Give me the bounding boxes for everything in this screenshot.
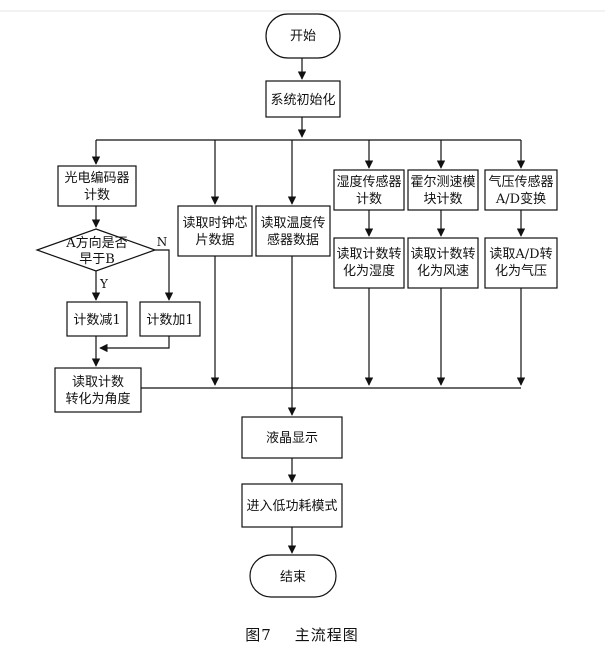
encoder-label-1: 光电编码器 [64,171,129,186]
temperature-label-1: 读取温度传 [260,215,325,231]
start-label: 开始 [290,29,316,44]
connector-no-plus [155,249,174,301]
figure-caption: 图7 主流程图 [245,626,359,644]
wind-read-label-1: 读取计数转 [410,247,475,262]
temperature-label-2: 感器数据 [267,232,319,248]
end-node [249,554,337,598]
direction-decision [35,228,157,272]
humidity-sensor-node [333,169,405,211]
lowpower-node [241,483,343,528]
lcd-label: 液晶显示 [266,431,318,446]
wind-read-node [407,237,479,289]
hall-node [407,169,479,211]
pressure-sensor-label-2: A/D变换 [495,191,546,207]
clock-node [177,205,253,257]
hall-label-2: 块计数 [423,192,462,207]
end-label: 结束 [280,570,306,585]
decision-label-2: 早于B [79,252,115,267]
clock-label-2: 片数据 [195,233,234,248]
count-plus-label: 计数加1 [146,313,193,328]
lcd-node [241,416,343,459]
angle-node [54,367,142,413]
yes-label: Y [99,277,109,291]
count-minus-label: 计数减1 [73,313,120,328]
pressure-sensor-label-1: 气压传感器 [488,174,553,190]
connector-plus-merge [99,336,170,353]
pressure-read-node [484,237,558,289]
encoder-label-2: 计数 [84,188,110,203]
encoder-node [57,165,137,207]
wind-read-label-2: 化为风速 [417,264,469,279]
humidity-read-label-2: 化为湿度 [343,263,395,279]
pressure-read-label-1: 读取A/D转 [489,247,552,262]
no-label: N [157,235,168,249]
init-node [265,80,341,118]
humidity-read-node [333,237,405,289]
pressure-read-label-2: 化为气压 [495,263,547,279]
angle-label-1: 读取计数 [72,375,124,390]
angle-label-2: 转化为角度 [65,391,130,407]
hall-label-1: 霍尔测速模 [410,175,475,190]
start-node [265,13,341,59]
humidity-sensor-label-1: 湿度传感器 [336,174,401,190]
decision-label-1: A方向是否 [65,235,127,251]
count-plus-node [139,301,201,337]
humidity-read-label-1: 读取计数转 [336,247,401,262]
temperature-node [255,205,331,257]
init-label: 系统初始化 [270,93,335,108]
clock-label-1: 读取时钟芯 [182,215,247,231]
count-minus-node [66,301,128,337]
pressure-sensor-node [484,169,558,211]
humidity-sensor-label-2: 计数 [356,192,382,207]
lowpower-label: 进入低功耗模式 [246,499,337,514]
